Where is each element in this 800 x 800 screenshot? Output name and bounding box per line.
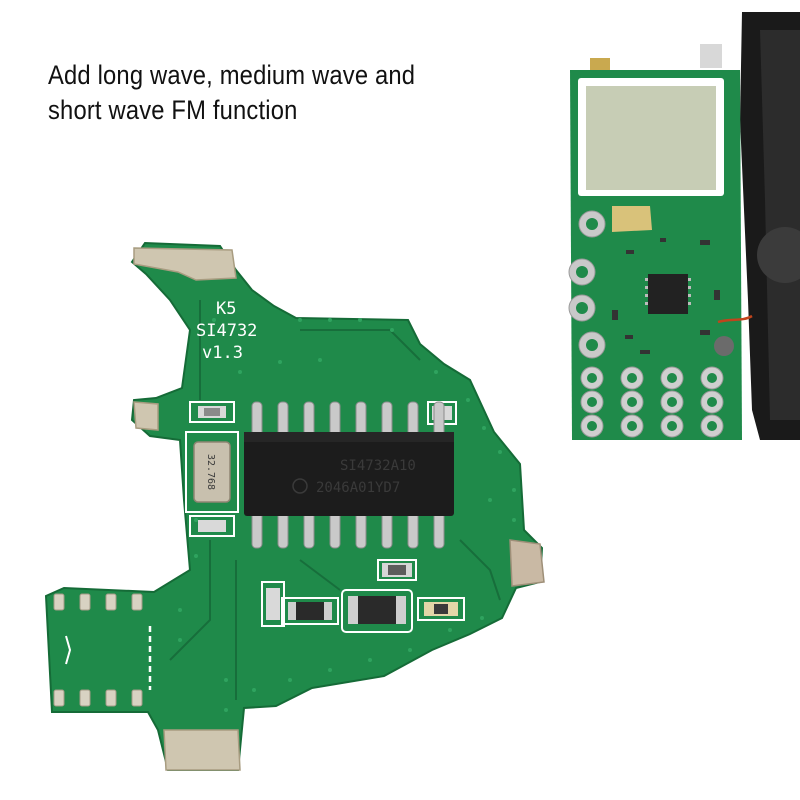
caption-line-2: short wave FM function xyxy=(48,95,298,125)
inductor-l1 xyxy=(288,602,332,620)
radio-ic xyxy=(648,274,688,314)
ic-top-pins xyxy=(251,401,445,437)
ic-bottom-pins xyxy=(251,511,445,549)
c1-outline xyxy=(189,401,235,423)
c5-outline xyxy=(417,597,465,621)
pin1-marker xyxy=(65,635,72,665)
left-edge-pad xyxy=(133,401,159,431)
silk-si4732: SI4732 xyxy=(196,321,257,341)
radio-smd-parts xyxy=(612,238,720,354)
product-caption: Add long wave, medium wave and short wav… xyxy=(48,58,453,128)
inductor-outline xyxy=(281,597,339,625)
chip-mark-1: SI4732A10 xyxy=(340,458,416,474)
crystal-oscillator xyxy=(193,441,231,503)
right-edge-pad xyxy=(509,539,545,587)
antenna-pad xyxy=(133,247,237,281)
chip-mark-2: 2046A01YD7 xyxy=(316,480,400,496)
antenna-connector xyxy=(590,58,610,72)
radio-gold-pad xyxy=(612,206,652,232)
speaker-grille xyxy=(757,227,800,283)
knob-stub xyxy=(700,44,722,68)
radio-vibrator xyxy=(714,336,734,356)
radio-housing-inner xyxy=(760,30,800,420)
bottom-edge-pad xyxy=(163,729,241,771)
crystal-outline xyxy=(185,431,239,513)
silk-version: v1.3 xyxy=(202,343,243,363)
chip-logo xyxy=(292,478,308,494)
capacitor-c3 xyxy=(198,520,226,532)
si4732-chip xyxy=(244,432,454,516)
caption-line-1: Add long wave, medium wave and xyxy=(48,60,416,90)
radio-handset xyxy=(568,12,800,440)
silk-k5: K5 xyxy=(216,299,236,319)
capacitor-c4 xyxy=(266,588,280,620)
r1-outline xyxy=(377,559,417,581)
connector-pads xyxy=(53,593,143,707)
si4732-module: K5 SI4732 v1.3 32.768 xyxy=(44,241,545,771)
c4-outline xyxy=(261,581,285,627)
lcd-screen xyxy=(586,86,716,190)
crystal-label: 32.768 xyxy=(205,454,216,490)
radio-wire xyxy=(717,314,753,324)
l2-outline xyxy=(341,589,413,633)
c3-outline xyxy=(189,515,235,537)
